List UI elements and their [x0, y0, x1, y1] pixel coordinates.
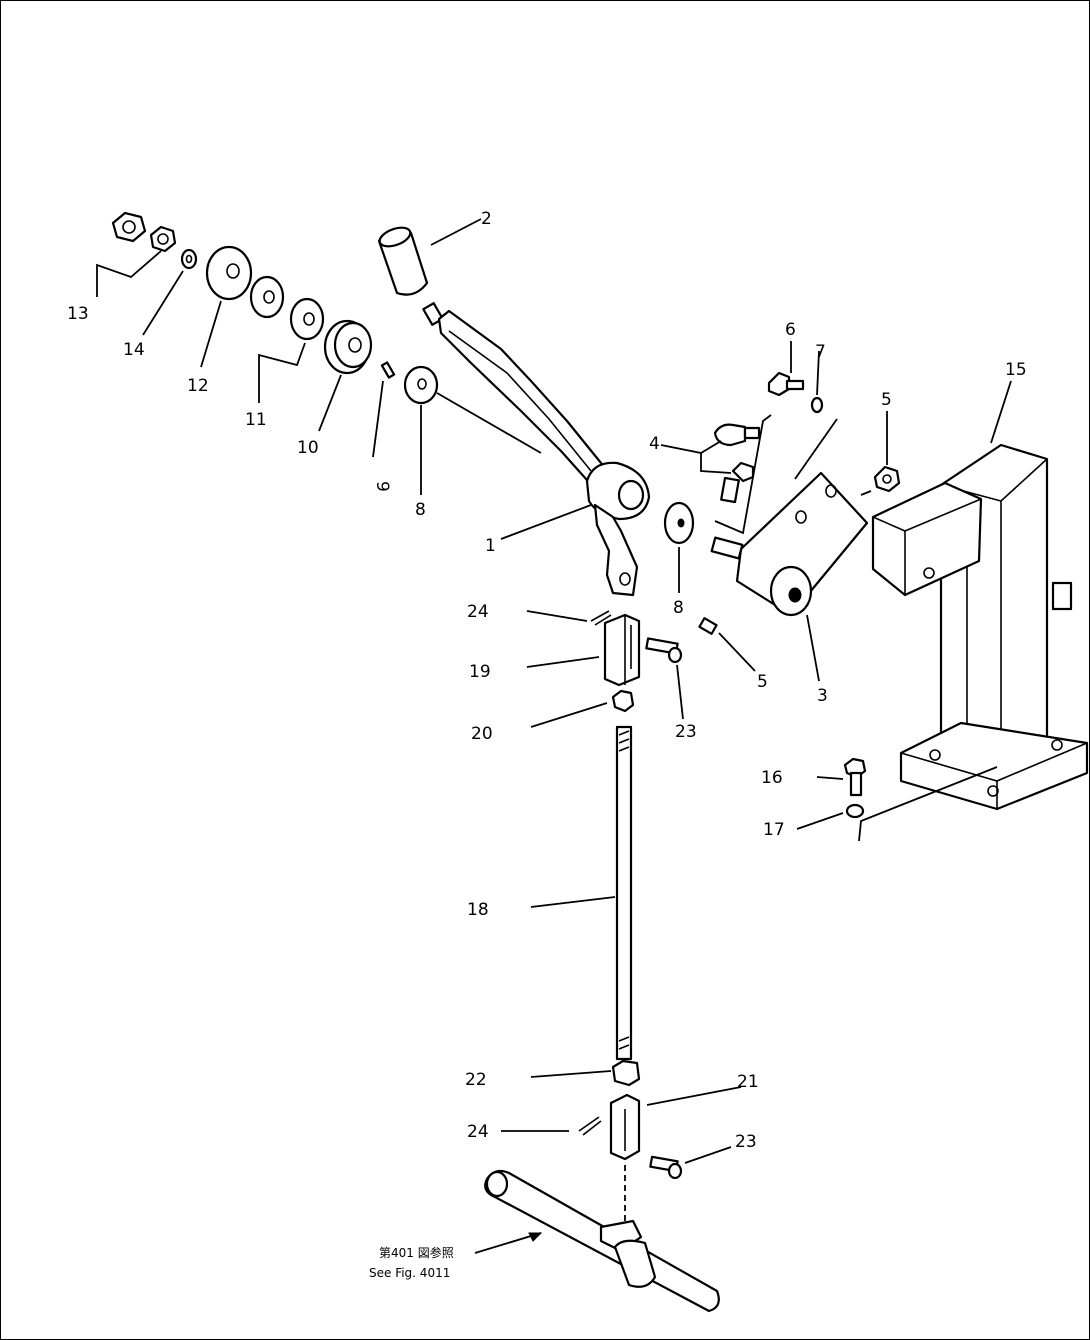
callout-5-upper: 5 — [881, 390, 892, 410]
callout-21: 21 — [737, 1072, 759, 1092]
part-12-disc — [205, 245, 253, 301]
callout-6: 6 — [785, 320, 796, 340]
callout-13: 13 — [67, 304, 89, 324]
part-6-bolt — [767, 371, 805, 397]
reference-en: See Fig. 4011 — [369, 1266, 450, 1280]
callout-8-lower: 8 — [673, 598, 684, 618]
callout-14: 14 — [123, 340, 145, 360]
callout-2: 2 — [481, 209, 492, 229]
part-20-nut — [611, 689, 635, 713]
part-7-washer — [810, 396, 824, 414]
part-16-bolt — [843, 757, 867, 797]
callout-24-upper: 24 — [467, 602, 489, 622]
part-4-bolt — [713, 423, 761, 504]
callout-7: 7 — [815, 342, 826, 362]
callout-8-upper: 8 — [415, 500, 426, 520]
figure-reference: 第401 図参照 See Fig. 4011 — [369, 1245, 454, 1280]
callout-24-lower: 24 — [467, 1122, 489, 1142]
callout-22: 22 — [465, 1070, 487, 1090]
reference-jp: 第401 図参照 — [379, 1245, 454, 1260]
part-23-pin-upper — [645, 637, 683, 664]
part-2-knob — [377, 226, 429, 296]
callout-1: 1 — [485, 536, 496, 556]
part-24-cotter-pin-upper — [590, 610, 612, 626]
part-19-clevis — [603, 613, 641, 687]
part-15-stand — [871, 443, 1089, 811]
part-18-rod — [615, 725, 633, 1061]
part-5-nut-lower — [698, 617, 718, 635]
part-3-bracket — [710, 471, 869, 617]
callout-16: 16 — [761, 768, 783, 788]
callout-23-upper: 23 — [675, 722, 697, 742]
callout-18: 18 — [467, 900, 489, 920]
part-8-washer — [403, 365, 439, 405]
part-9-pin — [380, 361, 396, 379]
part-23-pin-lower — [649, 1155, 683, 1180]
leader-lines — [96, 218, 1012, 1254]
callout-15: 15 — [1005, 360, 1027, 380]
callout-4: 4 — [649, 434, 660, 454]
callout-labels: 2 13 14 12 11 10 9 8 1 8 4 6 7 5 15 5 3 … — [67, 209, 1027, 1152]
part-13-nut — [111, 211, 177, 253]
callout-20: 20 — [471, 724, 493, 744]
callout-5-lower: 5 — [757, 672, 768, 692]
part-1-lever — [422, 302, 651, 597]
callout-12: 12 — [187, 376, 209, 396]
part-21-clevis — [609, 1093, 641, 1161]
part-11-disc-pair — [249, 275, 325, 341]
callout-23-lower: 23 — [735, 1132, 757, 1152]
part-10-disc — [323, 319, 373, 375]
part-22-nut — [611, 1059, 641, 1087]
callout-10: 10 — [297, 438, 319, 458]
part-8-washer-right — [663, 501, 695, 545]
part-14-washer — [180, 248, 198, 270]
callout-11: 11 — [245, 410, 267, 430]
shaft — [484, 1169, 720, 1313]
part-5-nut-upper — [873, 465, 901, 493]
callout-17: 17 — [763, 820, 785, 840]
part-17-washer — [845, 803, 865, 819]
callout-19: 19 — [469, 662, 491, 682]
callout-9: 9 — [372, 481, 392, 492]
callout-3: 3 — [817, 686, 828, 706]
part-24-cotter-pin-lower — [578, 1116, 602, 1136]
